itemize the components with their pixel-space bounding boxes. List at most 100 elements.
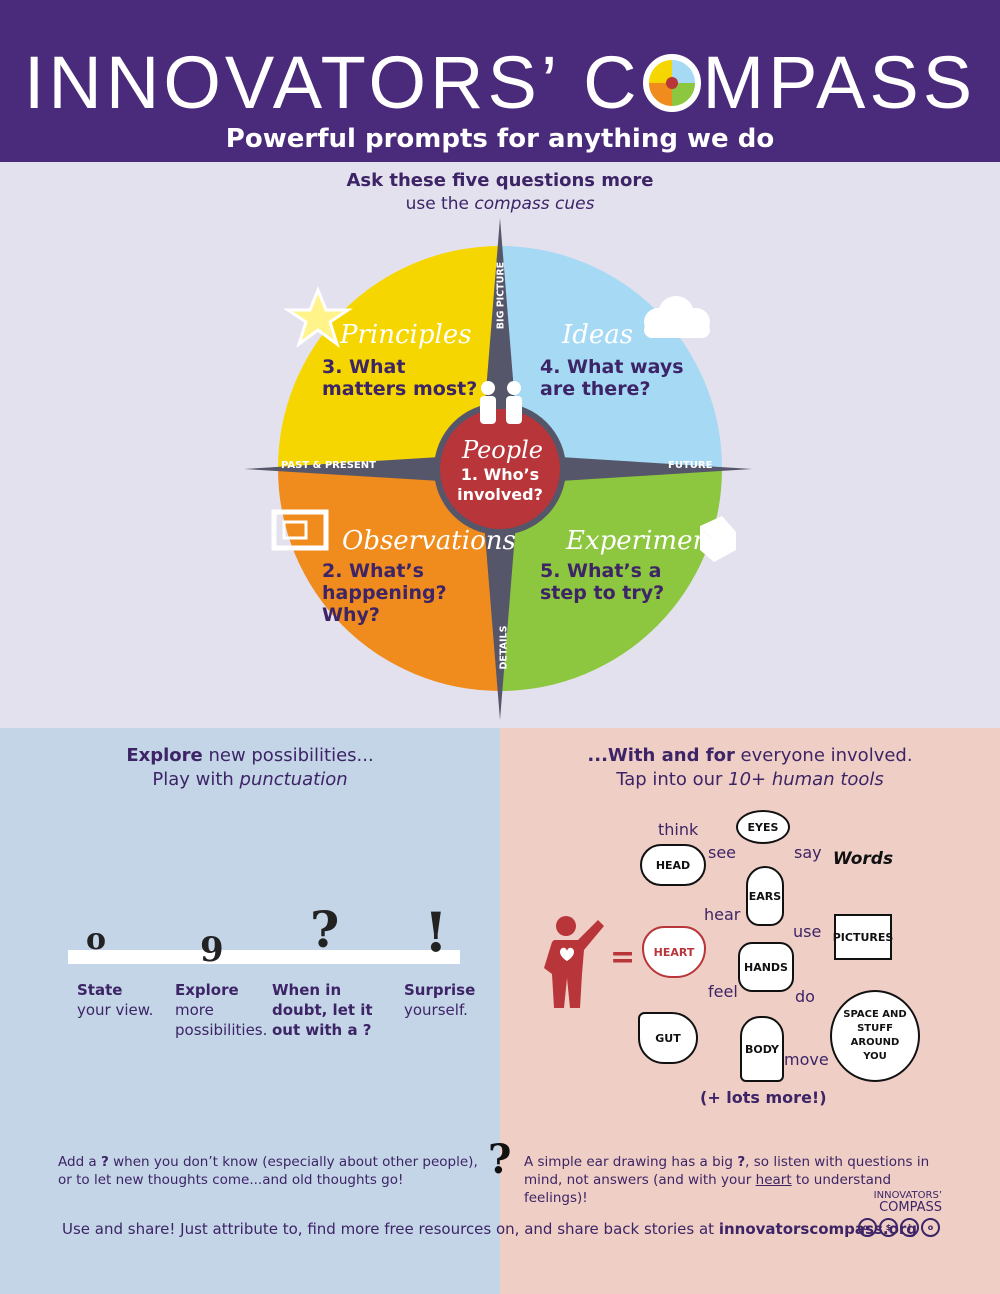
label-people: People xyxy=(462,436,543,464)
people-icon xyxy=(480,381,522,424)
footer-right-2a: mind, not answers (and with your xyxy=(524,1172,756,1188)
question-ideas: 4. What ways are there? xyxy=(540,356,684,400)
footer-right-2c: to understand feelings)! xyxy=(524,1172,892,1206)
quadrant-ideas xyxy=(500,246,723,469)
subtitle: Powerful prompts for anything we do xyxy=(225,124,775,154)
footer-left-1c: when you don’t know (especially about ot… xyxy=(108,1154,478,1170)
intro-sub-italic: compass cues xyxy=(474,194,595,214)
caption-state-text: your view. xyxy=(77,1001,154,1019)
question-observations: 2. What’s happening? Why? xyxy=(322,560,447,626)
footer-right-text: A simple ear drawing has a big ?, so lis… xyxy=(524,1153,954,1207)
question-mark-icon: ? xyxy=(310,900,340,959)
punctuation-bar xyxy=(68,950,460,964)
footer-left-1a: Add a xyxy=(58,1154,101,1170)
tools-italic: 10+ human tools xyxy=(728,769,884,790)
lots-more: (+ lots more!) xyxy=(700,1088,827,1107)
footer-left-1b: ? xyxy=(101,1154,109,1170)
cloud-icon xyxy=(644,296,710,338)
box-icon xyxy=(700,516,736,562)
brand-logo: INNOVATORS’ COMPASS xyxy=(852,1190,942,1214)
axis-bottom: DETAILS xyxy=(496,622,512,676)
center-people xyxy=(440,409,560,529)
footer-left-2: or to let new thoughts come...and old th… xyxy=(58,1172,404,1188)
label-ideas: Ideas xyxy=(562,320,634,350)
axis-right-label: FUTURE xyxy=(668,460,713,471)
exclamation-icon: ! xyxy=(424,900,448,964)
verb-feel: feel xyxy=(708,982,738,1001)
heart-icon: HEART xyxy=(642,926,706,978)
noncommercial-icon: $ xyxy=(879,1218,898,1237)
punctuation-italic: punctuation xyxy=(239,769,348,790)
head-icon: HEAD xyxy=(640,844,706,886)
cc-icon: cc xyxy=(858,1218,877,1237)
tools-prefix: Tap into our xyxy=(616,769,729,790)
label-experiments: Experiments xyxy=(566,526,733,556)
space-and-stuff-icon: SPACE AND STUFF AROUND YOU xyxy=(830,990,920,1082)
attribution-icon: i xyxy=(900,1218,919,1237)
quadrant-experiments xyxy=(500,469,722,691)
share-line: Use and share! Just attribute to, find m… xyxy=(62,1220,917,1238)
caption-doubt-bold: When in doubt, let it out with a ? xyxy=(272,981,373,1039)
footer-right-1b: ? xyxy=(737,1154,746,1170)
cc-license-icons: cc $ i o xyxy=(858,1218,940,1237)
label-principles: Principles xyxy=(340,320,472,350)
gut-icon: GUT xyxy=(638,1012,698,1064)
verb-say: say xyxy=(794,843,822,862)
words-icon: Words xyxy=(832,849,894,869)
ears-icon: EARS xyxy=(746,866,784,926)
label-observations: Observations xyxy=(342,526,516,556)
quadrant-observations xyxy=(278,469,500,691)
footer-right-1c: , so listen with questions in xyxy=(745,1154,930,1170)
hands-icon: HANDS xyxy=(738,942,794,992)
tools-bold: ...With and for xyxy=(587,745,735,766)
footer-left-text: Add a ? when you don’t know (especially … xyxy=(58,1153,488,1189)
caption-surprise-bold: Surprise xyxy=(404,981,476,999)
explore-rest: new possibilities... xyxy=(202,745,374,766)
intro-heading: Ask these five questions more xyxy=(346,170,654,191)
quadrant-principles xyxy=(277,246,500,469)
sharealike-icon: o xyxy=(921,1218,940,1237)
axis-left-label: PAST & PRESENT xyxy=(281,460,376,471)
title-part-2: MPASS xyxy=(702,41,977,124)
eyes-icon: EYES xyxy=(736,810,790,844)
axis-top-label: BIG PICTURE xyxy=(495,261,507,330)
axis-bottom-label: DETAILS xyxy=(498,625,510,670)
equals-sign: = xyxy=(610,940,636,975)
caption-surprise-text: yourself. xyxy=(404,1001,468,1019)
comma-icon: 9 xyxy=(200,930,224,970)
verb-see: see xyxy=(708,843,737,862)
explore-bold: Explore xyxy=(126,745,203,766)
tools-rest: everyone involved. xyxy=(734,745,913,766)
body-icon: BODY xyxy=(740,1016,784,1082)
pictures-icon: PICTURES xyxy=(833,914,893,960)
star-icon xyxy=(283,285,353,348)
punctuation-panel xyxy=(0,728,500,1294)
question-principles: 3. What matters most? xyxy=(322,356,478,400)
caption-doubt: When in doubt, let it out with a ? xyxy=(272,980,396,1040)
footer-right-1a: A simple ear drawing has a big xyxy=(524,1154,738,1170)
verb-move: move xyxy=(784,1050,829,1069)
footer-question-icon: ? xyxy=(488,1136,512,1183)
caption-explore-text: more possibilities. xyxy=(175,1001,268,1039)
person-icon xyxy=(544,916,604,1008)
period-icon: o xyxy=(86,922,107,957)
intro-sub-prefix: use the xyxy=(405,194,475,214)
brand-bottom: COMPASS xyxy=(879,1200,942,1215)
frame-icon xyxy=(271,509,329,551)
tools-heading: ...With and for everyone involved. Tap i… xyxy=(500,744,1000,792)
compass-logo-icon xyxy=(642,54,701,112)
compass-diagram xyxy=(244,218,752,720)
axis-top: BIG PICTURE xyxy=(493,262,509,332)
footer-right-heart: heart xyxy=(755,1172,792,1188)
punctuation-prefix: Play with xyxy=(152,769,240,790)
verb-use: use xyxy=(793,922,822,941)
caption-surprise: Surprise yourself. xyxy=(404,980,484,1020)
question-people: 1. Who’s involved? xyxy=(457,465,543,504)
punctuation-heading: Explore new possibilities... Play with p… xyxy=(0,744,500,792)
verb-hear: hear xyxy=(704,905,741,924)
title-part-1: INNOVATORS’ C xyxy=(23,41,641,124)
